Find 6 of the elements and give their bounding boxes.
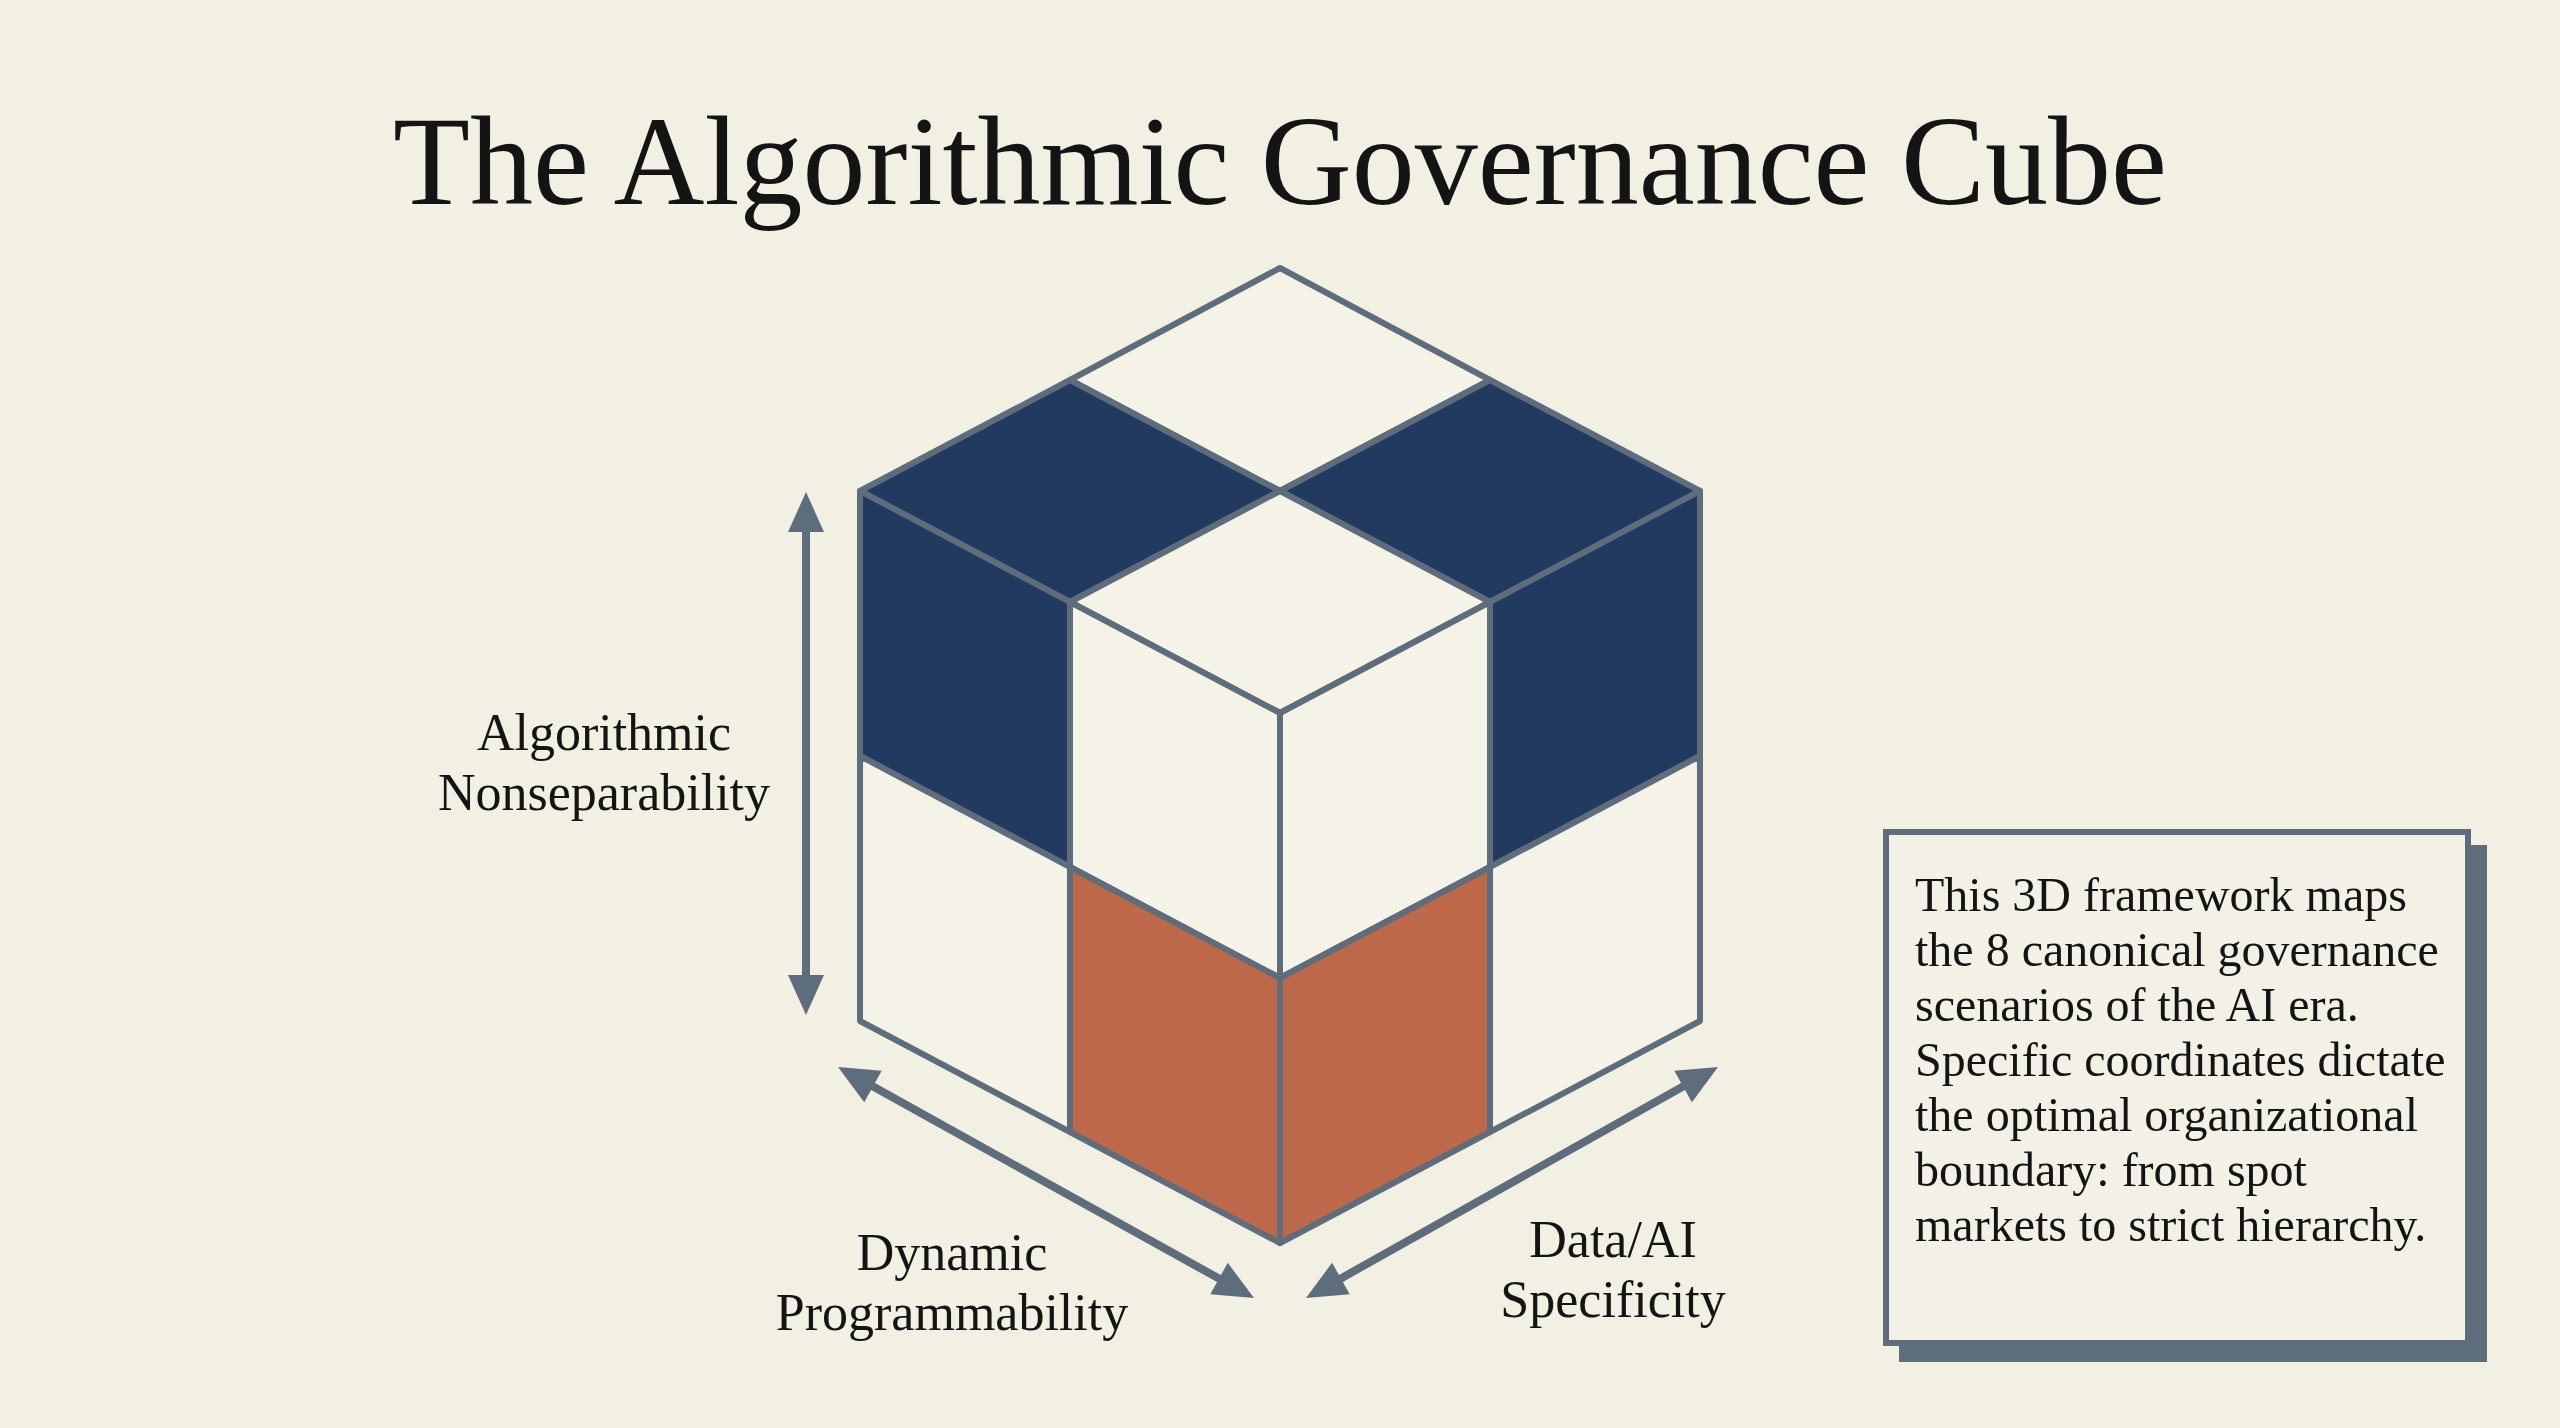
- axis-label: Algorithmic Nonseparability: [436, 703, 772, 823]
- note-text: This 3D framework maps the 8 canonical governance scenarios of the AI era. Specific coordinates dictate the optimal organizational boundary: from spot markets to strict hierarchy.: [1915, 867, 2447, 1252]
- axis-label: Dynamic Programmability: [774, 1223, 1130, 1343]
- note-box: [1883, 829, 2487, 1362]
- title: The Algorithmic Governance Cube: [393, 92, 2167, 232]
- axis-label: Data/AI Specificity: [1499, 1210, 1727, 1330]
